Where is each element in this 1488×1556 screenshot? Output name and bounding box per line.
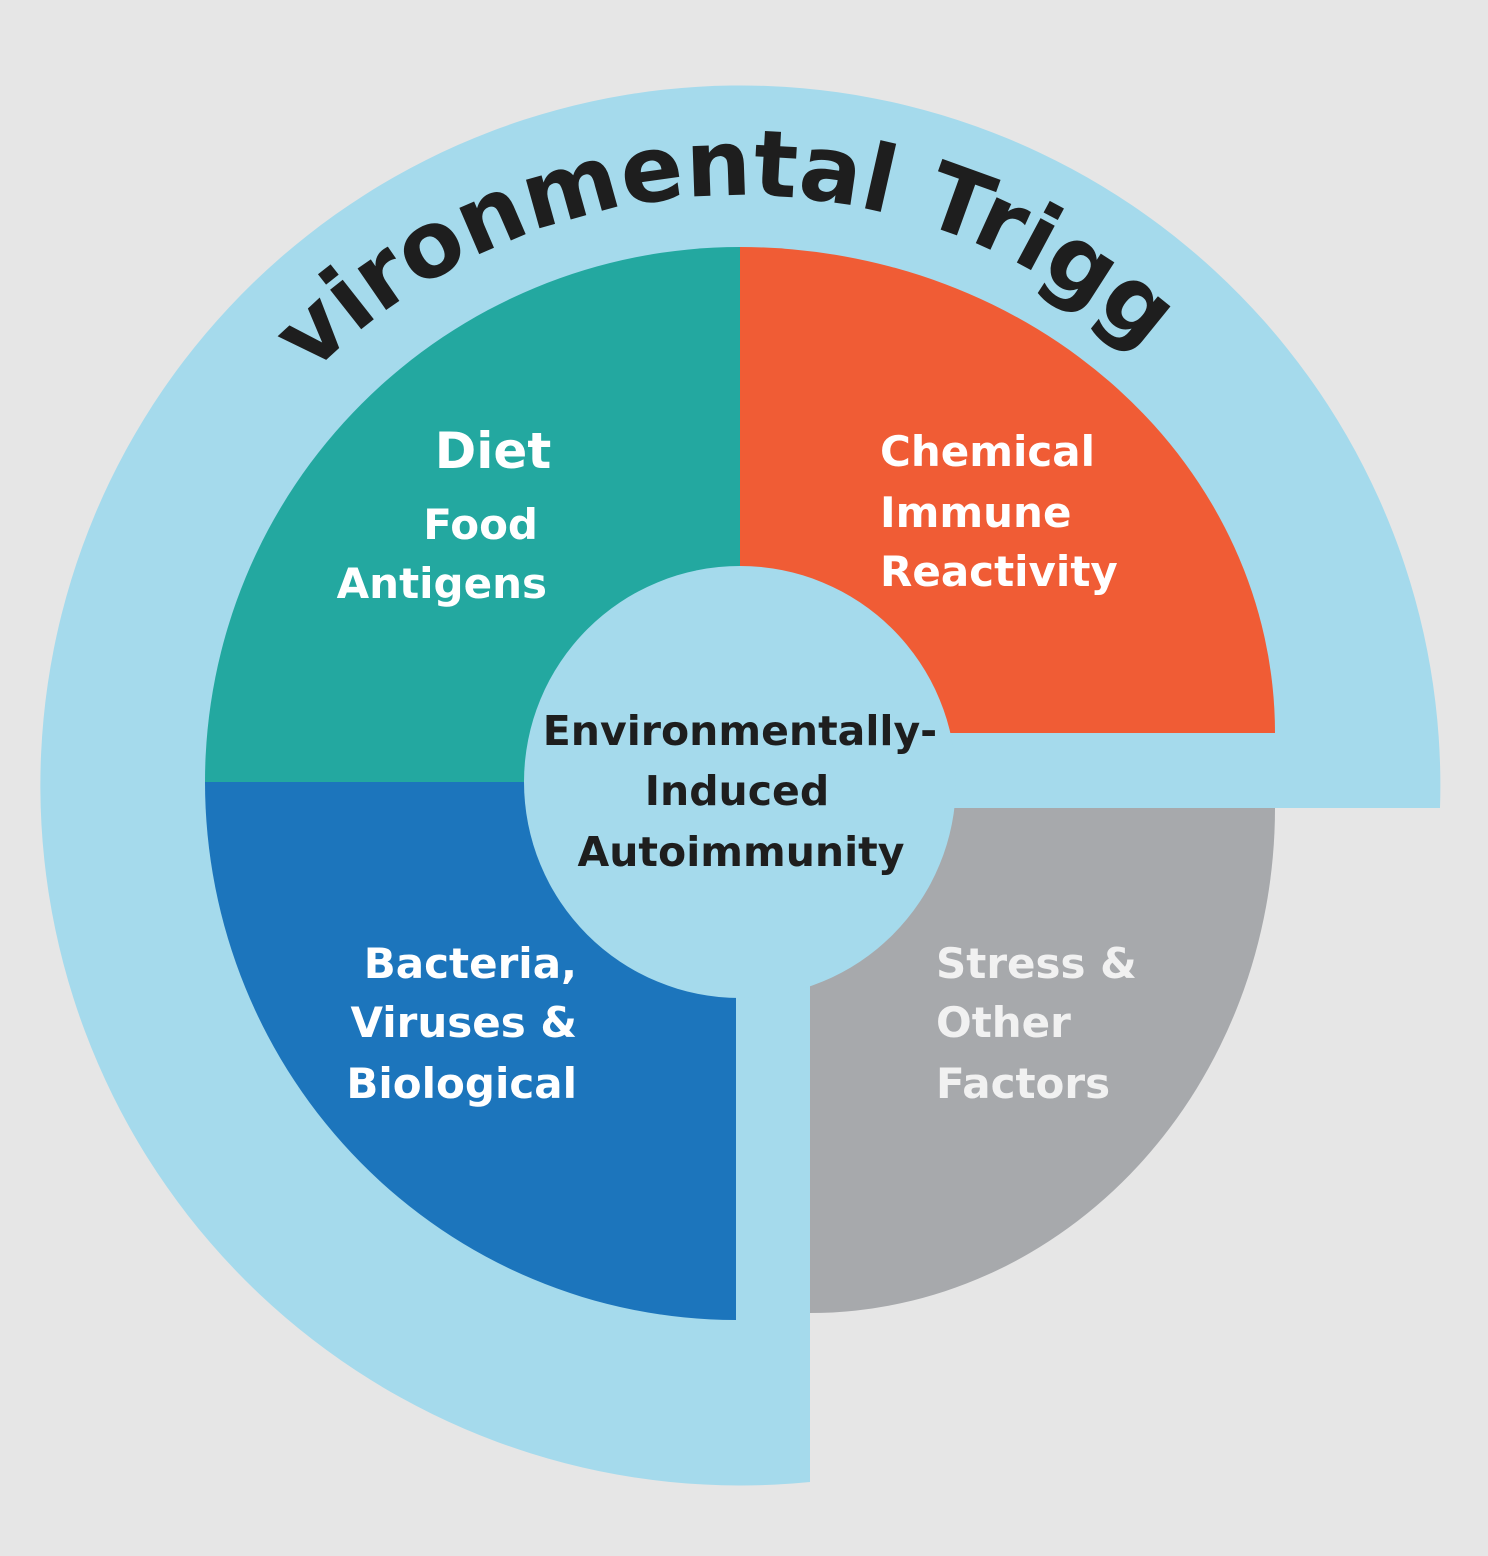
segment-chemical xyxy=(740,247,1275,733)
chemical-line-2: Immune xyxy=(880,488,1071,537)
stress-line-1: Stress & xyxy=(936,939,1137,988)
center-line-2: Induced xyxy=(645,767,829,815)
center-line-1: Environmentally- xyxy=(543,707,937,755)
stress-line-2: Other xyxy=(936,998,1071,1047)
segment-stress xyxy=(810,808,1275,1313)
stress-line-3: Factors xyxy=(936,1059,1110,1108)
bacteria-line-3: Biological xyxy=(346,1059,577,1108)
bacteria-line-2: Viruses & xyxy=(350,998,577,1047)
diet-line-2: Antigens xyxy=(337,559,547,608)
chemical-line-3: Reactivity xyxy=(880,547,1118,596)
bacteria-line-1: Bacteria, xyxy=(364,939,577,988)
diet-heading: Diet xyxy=(435,422,551,480)
center-circle xyxy=(524,566,956,998)
diet-line-1: Food xyxy=(423,500,538,549)
center-line-3: Autoimmunity xyxy=(578,828,905,876)
chemical-line-1: Chemical xyxy=(880,427,1095,476)
